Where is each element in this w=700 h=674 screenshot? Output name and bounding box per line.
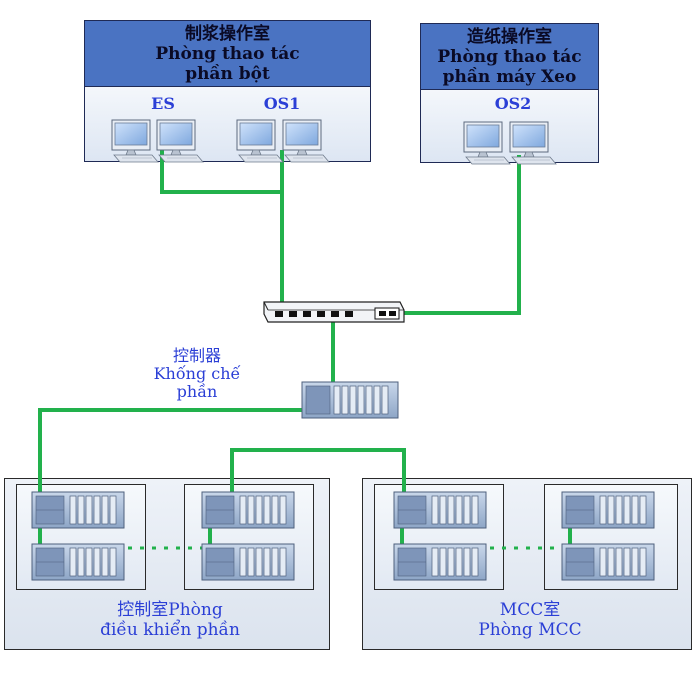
mcc-cabinet-1-racks	[393, 491, 487, 581]
controller-title-zh: 控制器	[172, 346, 221, 365]
controller-title-vi-2: phần	[176, 382, 218, 401]
es-link	[160, 150, 282, 194]
controller-title-vi-1: Khống chế	[153, 364, 241, 383]
paper-operation-title-vi-1: Phòng thao tác	[437, 47, 582, 67]
pulp-operation-title-zh: 制浆操作室	[185, 24, 270, 44]
pulp-operation-room-header: 制浆操作室 Phòng thao tác phần bột	[85, 21, 370, 87]
paper-operation-title-vi-2: phần máy Xeo	[442, 67, 577, 87]
pulp-operation-title-vi-1: Phòng thao tác	[155, 44, 300, 64]
mcc-room-title-vi: Phòng MCC	[478, 620, 582, 640]
cabinet-mcc-link	[230, 448, 406, 500]
controller-cabinet-link	[38, 408, 305, 500]
paper-operation-room-header: 造纸操作室 Phòng thao tác phần máy Xeo	[421, 24, 598, 90]
es-station-label: ES	[151, 94, 175, 113]
os2-station-label: OS2	[494, 94, 532, 113]
paper-operation-title-zh: 造纸操作室	[467, 27, 552, 47]
mcc-room-label: MCC室 Phòng MCC	[430, 600, 630, 640]
es-computer-icon	[111, 119, 204, 163]
mcc-room-title-zh: MCC室	[499, 600, 561, 620]
mcc-cabinet-2-racks	[561, 491, 655, 581]
control-cabinet-1-racks	[31, 491, 125, 581]
pulp-control-room-title-vi: điều khiển phần	[100, 620, 240, 640]
controller-rack-icon	[301, 381, 399, 419]
os2-link	[400, 155, 521, 315]
pulp-operation-title-vi-2: phần bột	[185, 64, 270, 84]
controller-label: 控制器 Khống chế phần	[142, 347, 252, 401]
paper-operation-room: 造纸操作室 Phòng thao tác phần máy Xeo	[420, 23, 599, 163]
os2-computer-icon	[463, 121, 557, 165]
pulp-control-room-title-zh: 控制室Phòng	[117, 600, 223, 620]
pulp-control-room-label: 控制室Phòng điều khiển phần	[40, 600, 300, 640]
network-switch-icon	[263, 301, 405, 323]
control-cabinet-2-racks	[201, 491, 295, 581]
os1-station-label: OS1	[263, 94, 301, 113]
